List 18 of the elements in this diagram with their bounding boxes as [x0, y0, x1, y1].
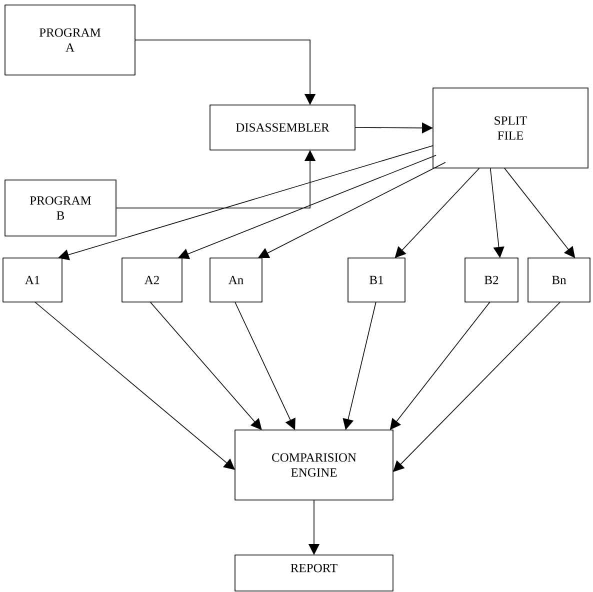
arrow	[34, 302, 235, 470]
process-box: PROGRAM B	[4, 180, 116, 236]
arrow	[342, 302, 376, 430]
process-box: A2	[122, 258, 182, 302]
process-box: PROGRAM A	[4, 4, 136, 76]
arrow	[393, 302, 561, 472]
process-box: An	[210, 258, 262, 302]
arrow	[394, 168, 480, 258]
process-box: B1	[348, 258, 406, 302]
process-box: A1	[2, 258, 62, 302]
process-box: SPLIT FILE	[432, 88, 588, 168]
process-box: COMPARISION ENGINE	[234, 430, 394, 500]
process-box: REPORT	[234, 554, 394, 592]
process-box: DISASSEMBLER	[210, 104, 356, 150]
arrow	[234, 302, 296, 430]
process-box: Bn	[528, 258, 590, 302]
process-box: B2	[464, 258, 518, 302]
arrow	[150, 302, 262, 430]
